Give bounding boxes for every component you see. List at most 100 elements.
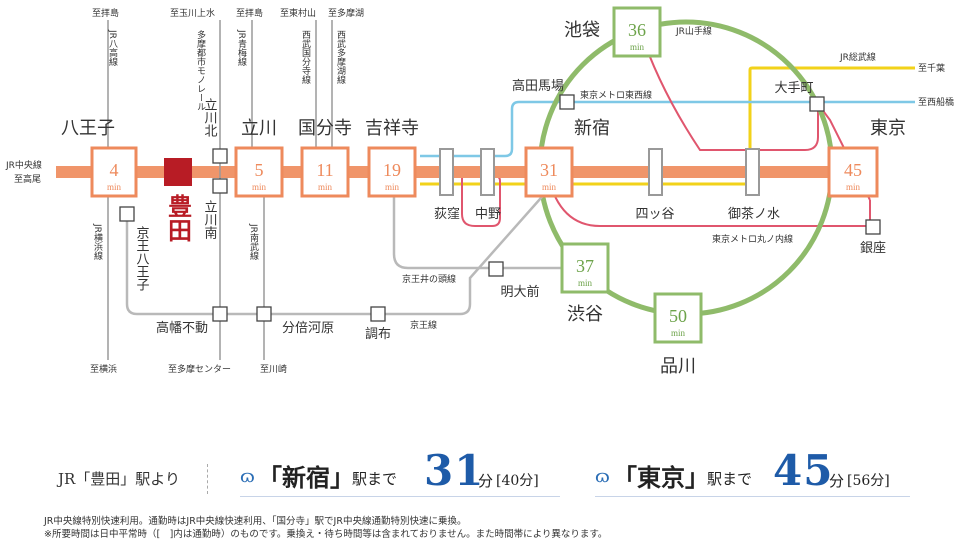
station-box-kichijoji: 19 min: [367, 146, 417, 198]
svg-text:min: min: [846, 182, 861, 192]
label-to-haijima-2: 至拝島: [236, 7, 263, 19]
label-to-tamako: 至多摩湖: [328, 7, 364, 19]
label-nambu-line: JR南武線: [248, 223, 259, 260]
station-box-hachioji: 4 min: [90, 146, 138, 198]
dest-unit: 分: [478, 472, 494, 490]
station-mins: 4: [110, 160, 119, 180]
label-tokyo: 東京: [870, 118, 906, 139]
label-ginza: 銀座: [860, 241, 886, 256]
svg-text:min: min: [578, 278, 593, 288]
svg-text:5: 5: [255, 160, 264, 180]
station-box-shinagawa: 50 min: [653, 292, 703, 344]
label-hachioji: 八王子: [61, 118, 115, 139]
travel-time-summary: JR「豊田」駅より ɷ 「新宿」 駅まで 31 分 [40分] ɷ 「東京」 駅…: [0, 446, 960, 510]
keio-line: [125, 189, 549, 316]
label-shibuya: 渋谷: [567, 304, 603, 325]
label-ome-line: JR青梅線: [236, 29, 247, 66]
label-tachikawa: 立川: [241, 118, 277, 139]
label-keio-line: 京王線: [410, 319, 437, 331]
dest-peak: [56分]: [847, 473, 890, 489]
dest-tokyo: ɷ 「東京」 駅まで 45 分 [56分]: [595, 446, 910, 497]
station-box-ikebukuro: 36 min: [612, 6, 662, 58]
ogikubo-marker: [439, 148, 454, 196]
dest-name: 「新宿」: [258, 463, 354, 492]
footnotes: JR中央線特別快速利用。通勤時はJR中央線快速利用、「国分寺」駅でJR中央線通勤…: [44, 515, 607, 541]
svg-text:45: 45: [844, 160, 862, 180]
label-monorail: 多摩都市モノレール: [195, 29, 206, 111]
label-tachikawa-kita: 立川北: [202, 98, 218, 138]
label-ikebukuro: 池袋: [564, 20, 600, 41]
label-otemachi: 大手町: [774, 81, 813, 96]
tachikawa-kita-marker: [212, 148, 228, 164]
label-toyoda: 豊田: [164, 193, 193, 242]
tozai-line: [420, 100, 915, 158]
meidaimae-marker: [488, 261, 504, 277]
keio-hachioji-marker: [119, 206, 135, 222]
label-inokashira-line: 京王井の頭線: [402, 273, 456, 285]
svg-text:min: min: [385, 182, 400, 192]
svg-text:min: min: [252, 182, 267, 192]
dest-suffix: 駅まで: [707, 470, 753, 488]
label-keio-hachioji: 京王八王子: [134, 226, 150, 291]
svg-text:豊田: 豊田: [164, 193, 193, 242]
tachikawa-minami-marker: [212, 178, 228, 194]
label-to-tama-center: 至多摩センター: [168, 363, 231, 375]
label-hachiko-line: JR八高線: [107, 29, 118, 66]
station-unit: min: [107, 182, 122, 192]
svg-text:11: 11: [316, 160, 333, 180]
svg-text:min: min: [318, 182, 333, 192]
dest-mins: 45: [773, 446, 834, 495]
bubaigawara-marker: [256, 306, 272, 322]
otemachi-marker: [809, 96, 825, 112]
label-to-kawasaki: 至川崎: [260, 363, 287, 375]
route-map: 4 min 5 min 11 min 19 min 31 min 45 min …: [5, 6, 954, 377]
label-tozai-line: 東京メトロ東西線: [580, 89, 652, 101]
label-yotsuya: 四ッ谷: [635, 207, 674, 222]
label-bubaigawara: 分倍河原: [282, 321, 334, 336]
yotsuya-marker: [648, 148, 663, 196]
toyoda-marker: [164, 158, 192, 186]
svg-text:36: 36: [628, 20, 646, 40]
label-kichijoji: 吉祥寺: [365, 118, 419, 139]
label-shinjuku: 新宿: [574, 118, 610, 139]
label-sobu-line: JR総武線: [839, 51, 876, 63]
label-marunouchi-line: 東京メトロ丸ノ内線: [712, 233, 793, 245]
from-station-label: JR「豊田」駅より: [58, 470, 181, 488]
dest-name: 「東京」: [613, 463, 709, 492]
svg-text:min: min: [542, 182, 557, 192]
svg-text:31: 31: [540, 160, 558, 180]
svg-text:19: 19: [383, 160, 401, 180]
label-takahata: 高幡不動: [156, 320, 208, 336]
footnote-2: ※所要時間は日中平常時（[ ]内は通勤時）のものです。乗換え・待ち時間等は含まれ…: [44, 529, 608, 540]
dest-shinjuku: ɷ 「新宿」 駅まで 31 分 [40分]: [240, 446, 560, 497]
label-tachikawa-minami: 立川南: [202, 200, 218, 239]
wave-icon: ɷ: [240, 466, 255, 487]
label-chuo-line-2: 至高尾: [14, 173, 41, 185]
station-box-kokubunji: 11 min: [300, 146, 350, 198]
station-box-shinjuku: 31 min: [524, 146, 574, 198]
sobu-line: [420, 66, 915, 186]
label-shinagawa: 品川: [660, 356, 696, 377]
label-to-nishifunabashi: 至西船橋: [918, 96, 954, 108]
wave-icon: ɷ: [595, 466, 610, 487]
label-chuo-line-1: JR中央線: [5, 159, 42, 171]
label-kokubunji: 国分寺: [298, 118, 352, 139]
footnote-1: JR中央線特別快速利用。通勤時はJR中央線快速利用、「国分寺」駅でJR中央線通勤…: [44, 516, 467, 527]
label-chofu: 調布: [365, 327, 391, 342]
ginza-marker: [865, 219, 881, 235]
label-ochanomizu: 御茶ノ水: [728, 206, 780, 222]
label-to-chiba: 至千葉: [918, 62, 945, 74]
label-nakano: 中野: [475, 207, 501, 222]
label-ogikubo: 荻窪: [434, 206, 460, 222]
label-takadanobaba: 高田馬場: [512, 78, 564, 94]
label-meidaimae: 明大前: [500, 284, 539, 300]
label-to-higashimurayama: 至東村山: [280, 7, 316, 19]
station-box-shibuya: 37 min: [560, 242, 610, 294]
divider: [207, 464, 208, 494]
dest-peak: [40分]: [496, 473, 539, 489]
dest-mins: 31: [424, 446, 485, 495]
svg-text:min: min: [671, 328, 686, 338]
label-to-haijima-1: 至拝島: [92, 7, 119, 19]
takadanobaba-marker: [559, 94, 575, 110]
nakano-marker: [480, 148, 495, 196]
